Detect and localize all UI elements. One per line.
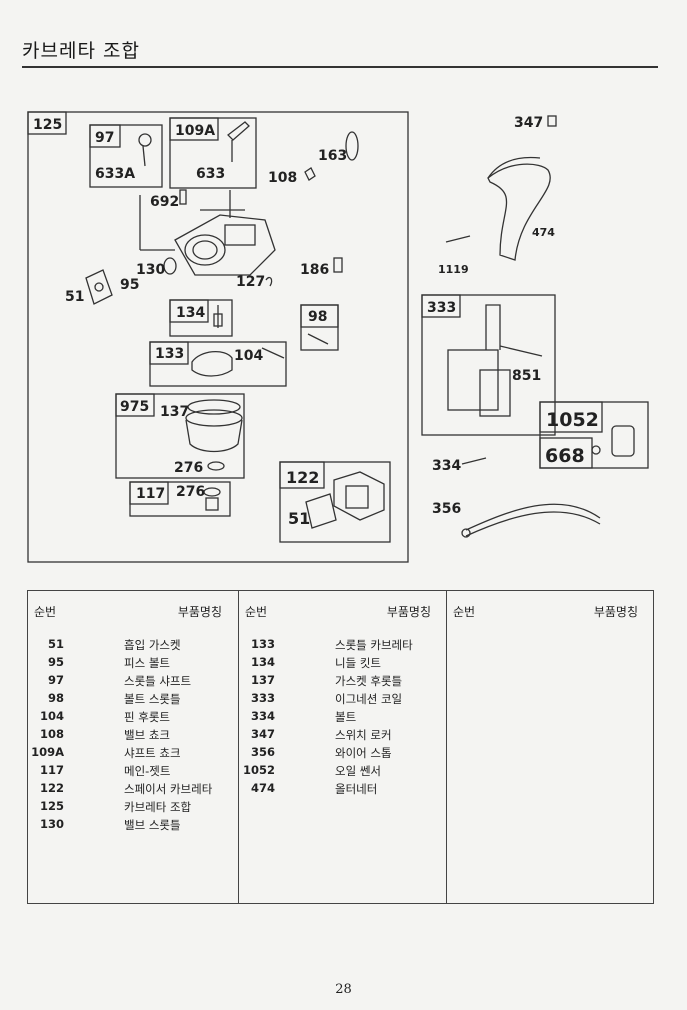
label-334: 334: [432, 458, 461, 474]
label-276: 276: [174, 460, 203, 476]
label-130: 130: [136, 262, 165, 278]
label-333: 333: [427, 300, 456, 316]
header-part-name: 부품명칭: [593, 605, 638, 619]
header-number: 순번: [453, 605, 476, 619]
diagram-svg: 125 97 633A 109A 633 163 108 692 130 95 …: [27, 111, 649, 563]
ignition-coil-part: [447, 349, 499, 411]
label-633: 633: [196, 166, 225, 182]
label-1119: 1119: [438, 263, 469, 276]
label-186: 186: [300, 262, 329, 278]
label-109a: 109A: [175, 123, 215, 139]
label-95: 95: [120, 277, 139, 293]
float-part: [191, 351, 233, 377]
carburetor-body: [174, 214, 276, 276]
alternator-part: [487, 163, 551, 261]
label-108: 108: [268, 170, 297, 186]
label-98: 98: [308, 309, 327, 325]
label-51: 51: [65, 289, 84, 305]
label-975: 975: [120, 399, 149, 415]
label-474: 474: [532, 226, 555, 239]
header-number: 순번: [245, 605, 268, 619]
label-633a: 633A: [95, 166, 135, 182]
label-122: 122: [286, 468, 319, 487]
label-97: 97: [95, 130, 114, 146]
box-122: [279, 461, 391, 543]
label-276-b: 276: [176, 484, 205, 500]
label-134: 134: [176, 305, 205, 321]
label-51-b: 51: [288, 509, 310, 528]
label-692: 692: [150, 194, 179, 210]
label-163: 163: [318, 148, 347, 164]
parts-column-3: 순번 부품명칭: [446, 591, 654, 903]
title-rule: [22, 66, 658, 68]
label-668: 668: [545, 445, 585, 467]
label-117: 117: [136, 486, 165, 502]
label-356: 356: [432, 501, 461, 517]
header-part-name: 부품명칭: [177, 605, 222, 619]
box-975: [115, 393, 245, 479]
stop-wire-part: [465, 503, 601, 531]
exploded-parts-diagram: 125 97 633A 109A 633 163 108 692 130 95 …: [0, 100, 687, 575]
page-title: 카브레타 조합: [22, 40, 140, 62]
header-number: 순번: [34, 605, 57, 619]
label-347: 347: [514, 115, 543, 131]
label-104: 104: [234, 348, 263, 364]
header-part-name: 부품명칭: [386, 605, 431, 619]
label-851: 851: [512, 368, 541, 384]
label-133: 133: [155, 346, 184, 362]
box-97: [89, 124, 163, 188]
box-333: [421, 294, 556, 436]
label-125: 125: [33, 117, 62, 133]
page-number: 28: [335, 982, 352, 997]
label-127: 127: [236, 274, 265, 290]
label-137: 137: [160, 404, 189, 420]
carburetor-assembly-frame: [27, 111, 409, 563]
label-1052: 1052: [546, 409, 599, 431]
